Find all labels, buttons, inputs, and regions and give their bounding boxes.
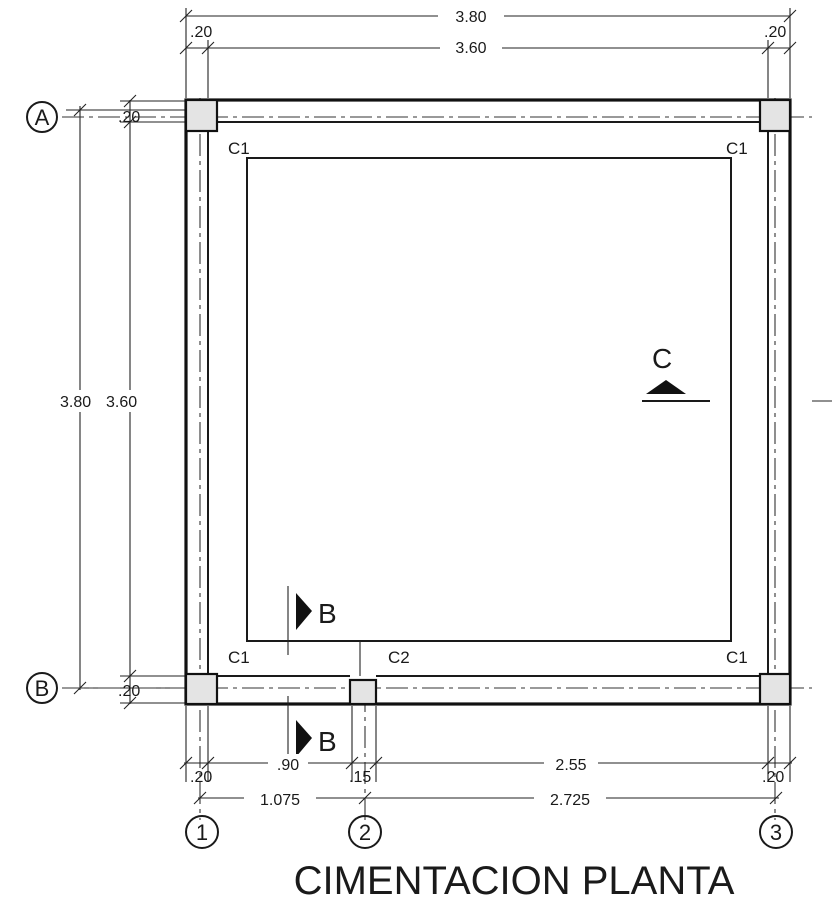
column-c2 [348, 678, 378, 706]
dim-top-left-wall: .20 [190, 24, 212, 41]
section-label-b-top: B [318, 598, 337, 629]
axis-label-1: 1 [196, 820, 208, 845]
dim-bottom-right-span: 2.55 [555, 757, 586, 774]
axis-label-3: 3 [770, 820, 782, 845]
dim-left-top-wall: .20 [118, 109, 140, 126]
top-dimensions: 3.80 3.60 .20 .20 [179, 5, 797, 98]
dim-bottom-axis-1-2: 1.075 [260, 792, 300, 809]
foundation-walls [184, 98, 792, 706]
dim-bottom-c2: .15 [349, 769, 371, 786]
column-label-bottom-mid: C2 [388, 648, 410, 667]
column-label-bottom-left: C1 [228, 648, 250, 667]
section-b-bottom-arrow [296, 720, 312, 757]
axis-label-b: B [35, 676, 50, 701]
column-label-top-right: C1 [726, 139, 748, 158]
dim-bottom-span: .90 [277, 757, 299, 774]
column-label-bottom-right: C1 [726, 648, 748, 667]
structural-columns: C1 C1 C1 C2 C1 [184, 98, 792, 706]
section-c-arrow [646, 380, 686, 394]
dim-left-inner: 3.60 [106, 394, 137, 411]
left-dimensions: 3.80 3.60 .20 .20 [58, 94, 186, 710]
dim-bottom-left-wall: .20 [190, 769, 212, 786]
column-c1-bottom-right [758, 672, 792, 706]
dim-top-inner: 3.60 [455, 40, 486, 57]
section-markers: B B C [287, 343, 832, 760]
column-c1-top-right [758, 98, 792, 133]
dim-top-overall: 3.80 [455, 9, 486, 26]
dim-left-bottom-wall: .20 [118, 683, 140, 700]
dim-bottom-axis-2-3: 2.725 [550, 792, 590, 809]
dim-top-right-wall: .20 [764, 24, 786, 41]
grid-axes: A B 1 2 3 [26, 98, 812, 849]
drawing-title: CIMENTACION PLANTA [294, 859, 735, 903]
section-label-c: C [652, 343, 672, 374]
section-label-b-bottom: B [318, 726, 337, 757]
dim-bottom-right-wall: .20 [762, 769, 784, 786]
axis-label-2: 2 [359, 820, 371, 845]
bottom-dimensions: .90 2.55 .20 .15 .20 1.075 2.725 [179, 706, 797, 809]
column-label-top-left: C1 [228, 139, 250, 158]
column-c1-bottom-left [184, 672, 219, 706]
section-b-top-arrow [296, 593, 312, 630]
axis-label-a: A [35, 105, 50, 130]
dim-left-overall: 3.80 [60, 394, 91, 411]
column-c1-top-left [184, 98, 219, 133]
